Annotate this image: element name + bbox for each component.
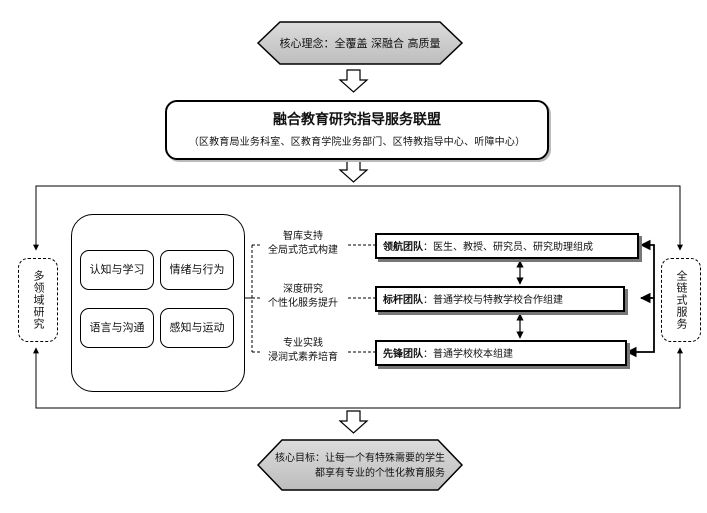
left-side-box: 多领域研究 [18,258,58,342]
team-pioneer-name: 先锋团队 [383,349,423,360]
skill-emotion: 情绪与行为 [160,250,234,290]
hollow-arrow-3 [338,410,369,434]
frame-top-line [33,185,683,251]
team-pilot-name: 领航团队 [383,242,423,253]
right-side-box: 全链式服务 [661,258,701,342]
mid-label-1-line1: 智库支持 [283,231,323,242]
team-pilot-desc: ：医生、教授、研究员、研究助理组成 [423,242,593,253]
core-goal-line1: 核心目标：让每一个有特殊需要的学生 [275,453,445,464]
alliance-title: 融合教育研究指导服务联盟 [273,112,441,128]
core-concept-text: 核心理念：全覆盖 深融合 高质量 [279,37,441,50]
alliance-box: 融合教育研究指导服务联盟 （区教育局业务科室、区教育学院业务部门、区特教指导中心… [165,100,549,160]
team-pioneer: 先锋团队：普通学校校本组建 [375,340,627,366]
skill-language: 语言与沟通 [80,308,154,348]
mid-label-1: 智库支持 全局式范式构建 [253,230,353,258]
hollow-arrow-1 [338,69,369,93]
team-pioneer-desc: ：普通学校校本组建 [423,349,513,360]
core-goal-text: 核心目标：让每一个有特殊需要的学生 都享有专业的个性化教育服务 [262,451,458,481]
team-benchmark-name: 标杆团队 [383,295,423,306]
mid-label-3: 专业实践 浸润式素养培育 [253,337,353,365]
frame-bottom-line [33,347,683,409]
alliance-subtitle: （区教育局业务科室、区教育学院业务部门、区特教指导中心、听障中心） [188,137,526,148]
skills-container: 认知与学习 情绪与行为 语言与沟通 感知与运动 [71,214,245,392]
skill-cognition: 认知与学习 [80,250,154,290]
right-side-text: 全链式服务 [675,270,688,330]
mid-label-2-line2: 个性化服务提升 [268,298,338,309]
mid-label-2: 深度研究 个性化服务提升 [253,283,353,311]
mid-label-3-line2: 浸润式素养培育 [268,352,338,363]
top-hexagon [256,21,464,65]
team-pilot: 领航团队：医生、教授、研究员、研究助理组成 [375,233,639,259]
mid-label-1-line2: 全局式范式构建 [268,245,338,256]
mid-label-2-line1: 深度研究 [283,284,323,295]
hollow-arrow-2 [338,159,369,183]
core-goal-line2: 都享有专业的个性化教育服务 [315,468,445,479]
team-benchmark: 标杆团队：普通学校与特教学校合作组建 [375,286,625,312]
left-side-text: 多领域研究 [32,270,45,330]
team-benchmark-desc: ：普通学校与特教学校合作组建 [423,295,563,306]
bottom-hexagon [256,439,464,491]
skill-perception: 感知与运动 [160,308,234,348]
mid-label-3-line1: 专业实践 [283,338,323,349]
